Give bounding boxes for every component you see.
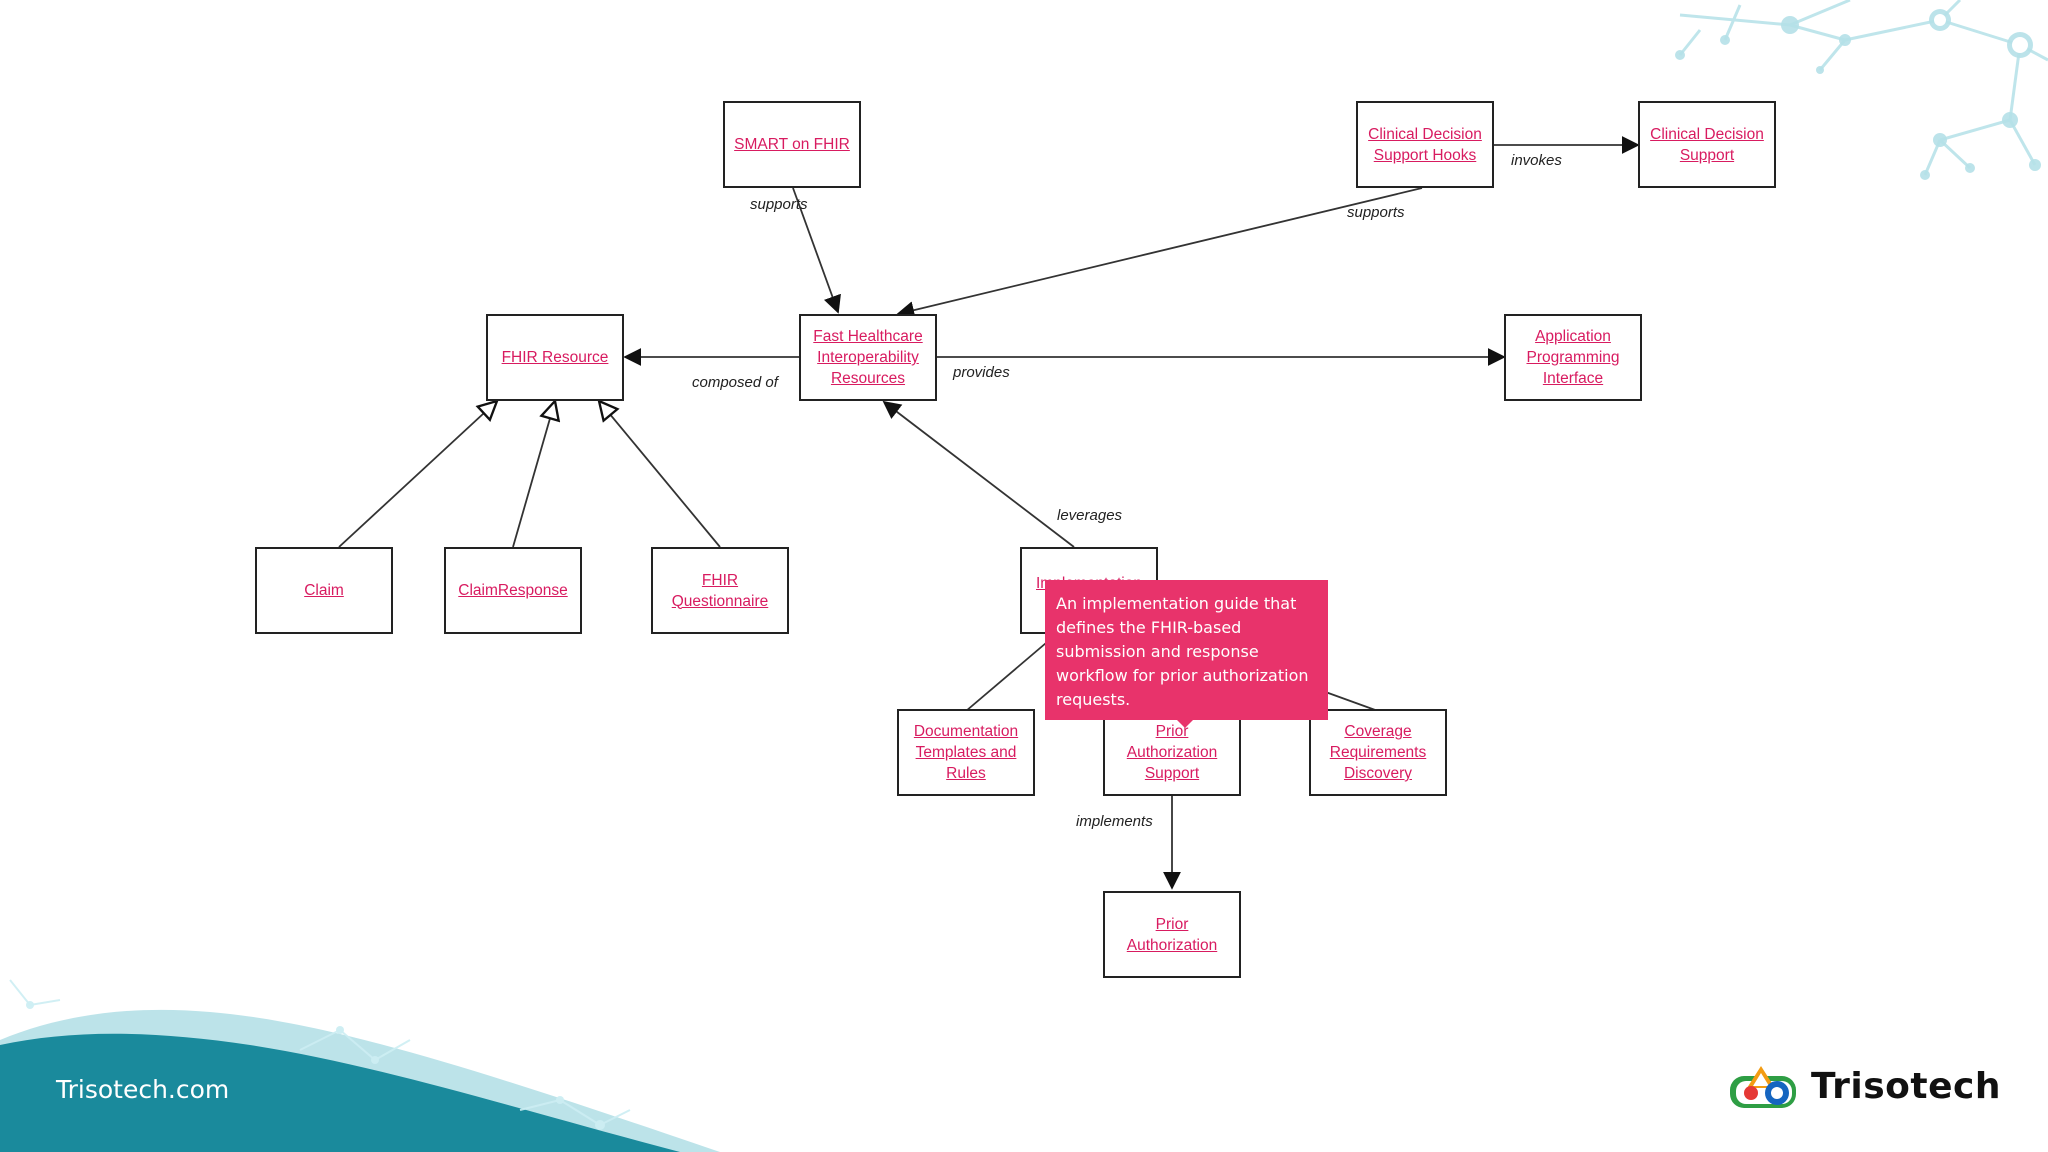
node-label[interactable]: Clinical Decision Support [1650, 125, 1764, 164]
node-label[interactable]: FHIR Questionnaire [671, 571, 769, 610]
node-label[interactable]: Documentation Templates and Rules [913, 723, 1019, 782]
node-label[interactable]: Claim [304, 582, 344, 599]
edge-label-composed-of: composed of [692, 374, 778, 391]
edge-label-provides: provides [953, 364, 1010, 381]
node-api[interactable]: Application Programming Interface [1504, 314, 1642, 401]
tooltip-text: An implementation guide that defines the… [1056, 594, 1309, 709]
node-label[interactable]: SMART on FHIR [734, 136, 850, 153]
network-decoration-top-right [1675, 0, 2048, 180]
brand-name: Trisotech [1811, 1065, 2001, 1107]
edge-label-supports-smart: supports [750, 196, 808, 213]
node-label[interactable]: Prior Authorization [1126, 915, 1218, 954]
node-description-tooltip: An implementation guide that defines the… [1045, 580, 1328, 720]
edge-impl-to-dtr [965, 642, 1047, 712]
footer-wave [0, 979, 720, 1152]
node-label[interactable]: Coverage Requirements Discovery [1329, 723, 1427, 782]
node-fhir-resource[interactable]: FHIR Resource [486, 314, 624, 401]
edge-questionnaire-is-resource [599, 401, 721, 548]
edge-smart-supports-fhir [792, 187, 841, 314]
edge-label-supports-cds: supports [1347, 204, 1405, 221]
tooltip-pointer [1176, 719, 1194, 728]
trisotech-logo-icon [1730, 1066, 1796, 1108]
node-dtr[interactable]: Documentation Templates and Rules [897, 709, 1035, 796]
node-prior-authorization[interactable]: Prior Authorization [1103, 891, 1241, 978]
node-fhir-questionnaire[interactable]: FHIR Questionnaire [651, 547, 789, 634]
node-smart-on-fhir[interactable]: SMART on FHIR [723, 101, 861, 188]
node-fhir[interactable]: Fast Healthcare Interoperability Resourc… [799, 314, 937, 401]
brand-logo: Trisotech [1727, 1060, 2001, 1112]
node-claim[interactable]: Claim [255, 547, 393, 634]
edge-impl-leverages-fhir [882, 400, 1075, 548]
node-cds[interactable]: Clinical Decision Support [1638, 101, 1776, 188]
edge-cdshooks-supports-fhir [896, 187, 1423, 319]
edge-label-invokes: invokes [1511, 152, 1562, 169]
edge-impl-to-crd [1319, 689, 1379, 712]
node-label[interactable]: Application Programming Interface [1526, 328, 1620, 387]
node-label[interactable]: ClaimResponse [458, 582, 568, 599]
node-crd[interactable]: Coverage Requirements Discovery [1309, 709, 1447, 796]
edge-claim-is-resource [338, 401, 497, 548]
node-label[interactable]: Fast Healthcare Interoperability Resourc… [813, 328, 923, 387]
edge-claimresponse-is-resource [512, 401, 555, 548]
node-label[interactable]: Prior Authorization Support [1126, 723, 1218, 782]
node-claim-response[interactable]: ClaimResponse [444, 547, 582, 634]
node-pas[interactable]: Prior Authorization Support [1103, 709, 1241, 796]
edge-label-leverages: leverages [1057, 507, 1123, 524]
node-label[interactable]: Clinical Decision Support Hooks [1368, 125, 1482, 164]
footer-url[interactable]: Trisotech.com [56, 1075, 230, 1104]
node-label[interactable]: FHIR Resource [501, 349, 609, 366]
edge-label-implements: implements [1076, 813, 1153, 830]
node-cds-hooks[interactable]: Clinical Decision Support Hooks [1356, 101, 1494, 188]
